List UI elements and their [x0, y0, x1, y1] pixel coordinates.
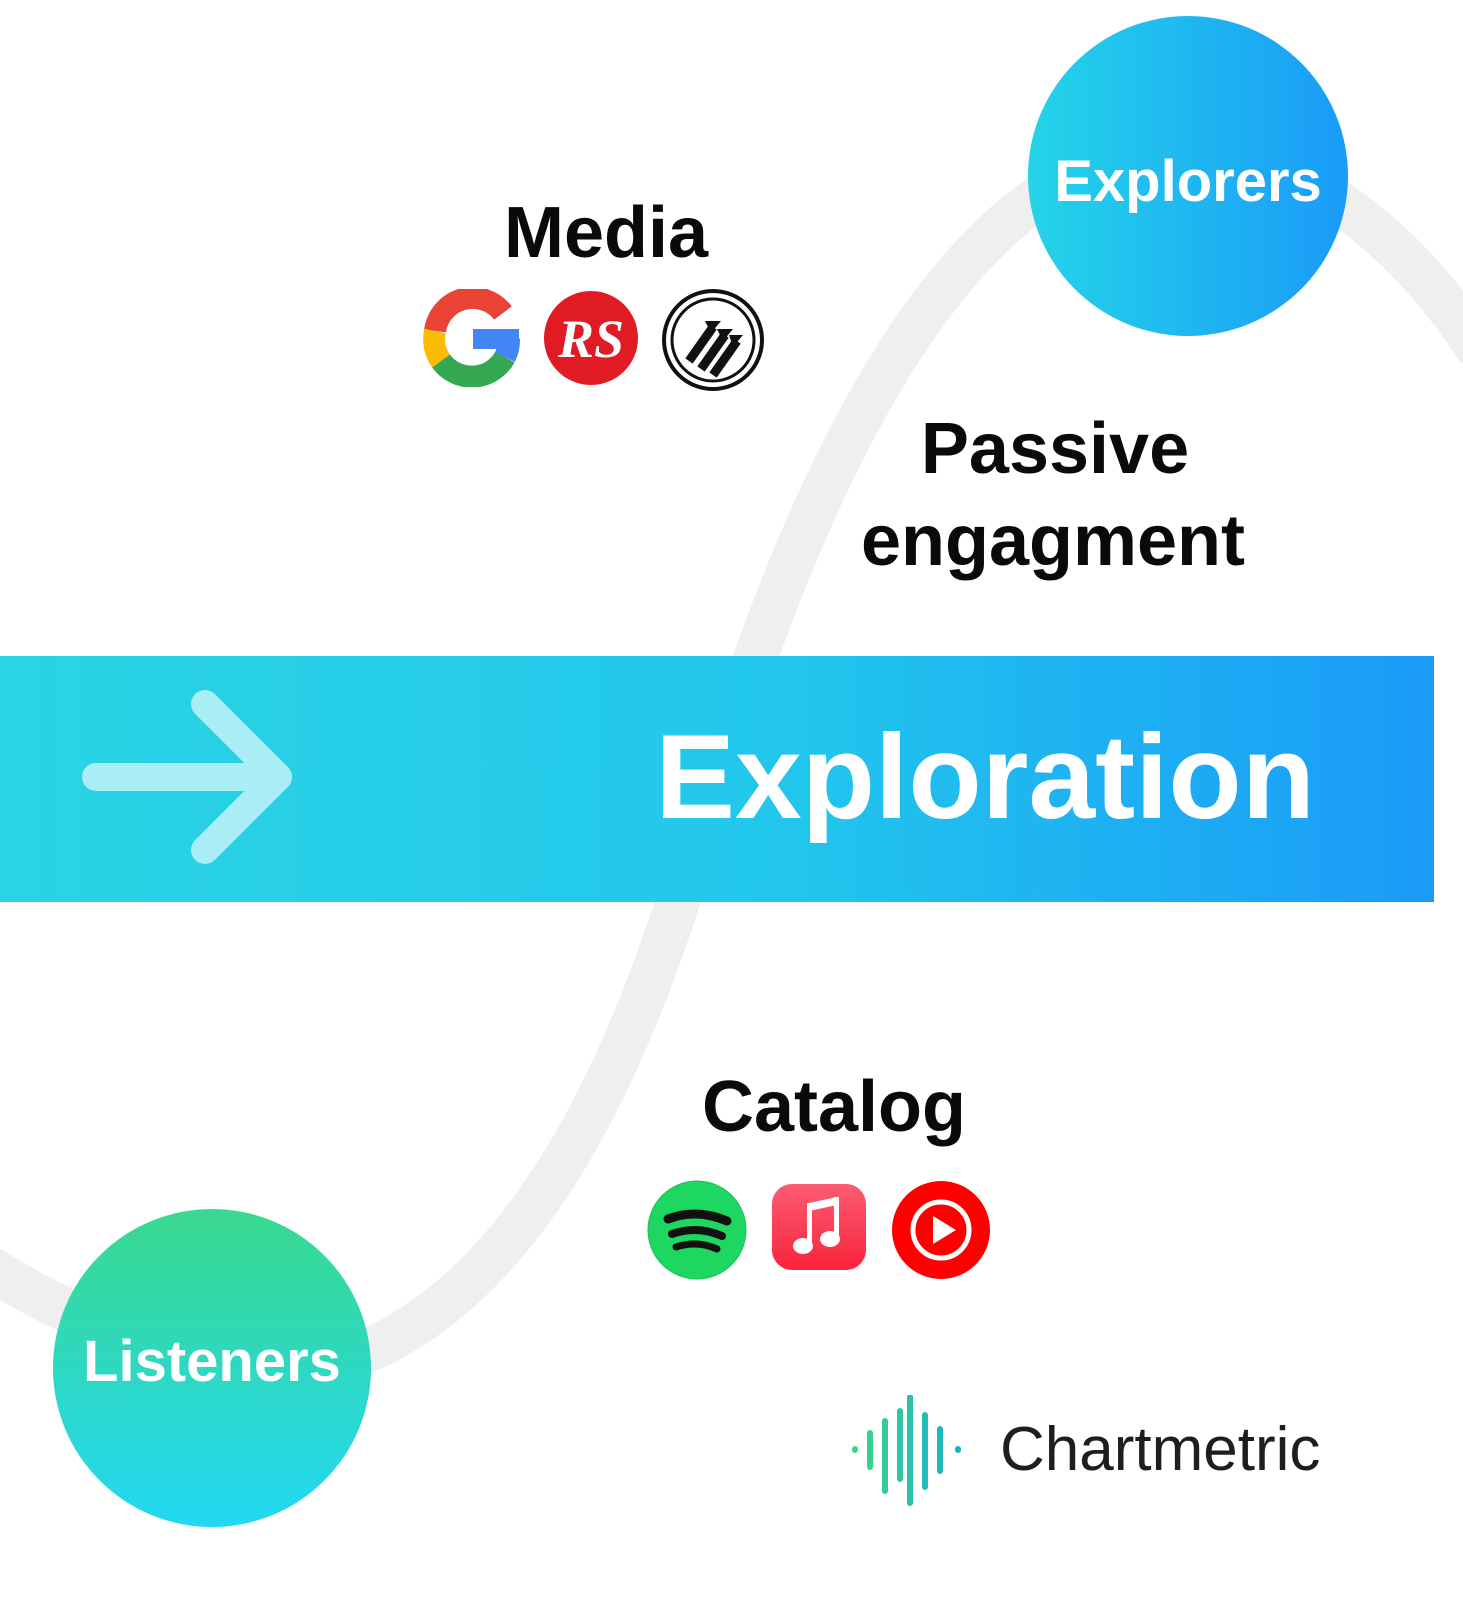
apple-music-icon — [772, 1184, 866, 1270]
rolling-stone-icon: RS — [544, 291, 638, 385]
youtube-music-icon — [892, 1181, 990, 1279]
passive-label-line1: Passive — [920, 409, 1190, 489]
banner-text: Exploration — [654, 710, 1316, 844]
arrow-right-icon — [82, 690, 292, 864]
chartmetric-waveform-icon — [852, 1395, 961, 1506]
explorers-circle — [1028, 16, 1348, 336]
pitchfork-icon — [662, 289, 764, 391]
catalog-label: Catalog — [701, 1067, 967, 1147]
media-label: Media — [503, 193, 709, 273]
google-icon — [423, 289, 520, 387]
listeners-circle — [53, 1209, 371, 1527]
passive-label-line2: engagment — [860, 501, 1246, 581]
svg-text:RS: RS — [557, 309, 624, 369]
listeners-label: Listeners — [83, 1329, 341, 1394]
spotify-icon — [647, 1180, 747, 1280]
brand-name: Chartmetric — [1000, 1415, 1321, 1484]
explorers-label: Explorers — [1054, 149, 1322, 214]
